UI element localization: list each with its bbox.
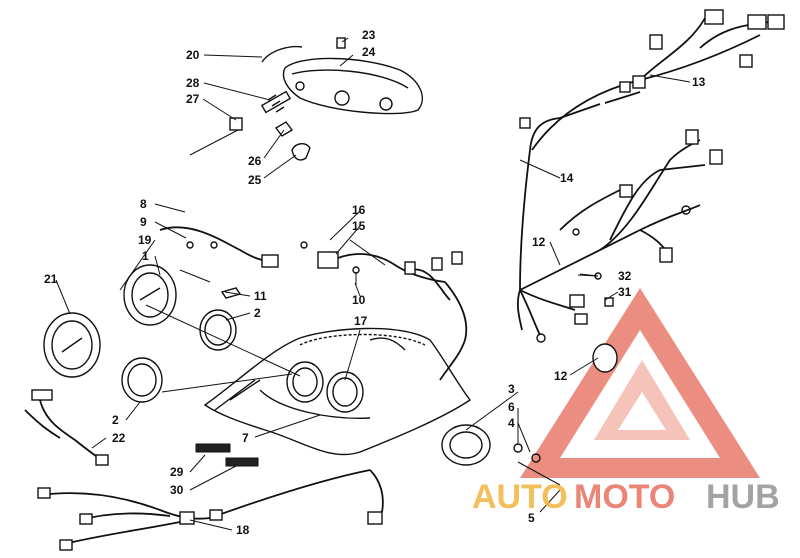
lens-part-29	[195, 443, 231, 453]
callout-27: 27	[186, 92, 200, 106]
callout-3: 3	[508, 382, 515, 396]
watermark-logo	[520, 288, 760, 478]
callout-12a: 12	[532, 235, 546, 249]
callout-8: 8	[140, 197, 147, 211]
watermark-text-auto: AUTO	[472, 478, 568, 516]
callout-12b: 12	[554, 369, 568, 383]
lower-harness	[37, 469, 384, 551]
callout-30: 30	[170, 483, 184, 497]
callout-16: 16	[352, 203, 366, 217]
callout-11: 11	[254, 289, 267, 303]
gauge-housing-assembly	[189, 37, 423, 161]
callout-4: 4	[508, 416, 515, 430]
callout-31: 31	[618, 285, 632, 299]
callout-9: 9	[140, 215, 147, 229]
callout-21: 21	[44, 272, 58, 286]
callout-32: 32	[618, 269, 632, 283]
callout-15: 15	[352, 219, 366, 233]
callout-6: 6	[508, 400, 515, 414]
callout-17: 17	[354, 314, 368, 328]
bracket-parts	[300, 241, 468, 381]
callout-22: 22	[112, 431, 126, 445]
callout-19: 19	[138, 233, 152, 247]
wiring-harness	[517, 9, 785, 343]
callout-20: 20	[186, 48, 200, 62]
tachometer-gauge	[24, 312, 163, 466]
callout-14: 14	[560, 171, 574, 185]
callout-13: 13	[692, 75, 706, 89]
callout-10: 10	[352, 293, 366, 307]
callout-28: 28	[186, 76, 200, 90]
callout-26: 26	[248, 154, 262, 168]
lens-part-30	[225, 457, 259, 467]
callout-25: 25	[248, 173, 262, 187]
callout-24: 24	[362, 45, 376, 59]
callout-labels: 20 28 27 23 24 26 25 8 9 19 1 11 2 21 2 …	[44, 28, 706, 537]
callout-2b: 2	[112, 413, 119, 427]
watermark-text: AUTO MOTO HUB	[472, 478, 780, 516]
callout-18: 18	[236, 523, 250, 537]
watermark-text-hub: HUB	[706, 478, 780, 516]
leader-lines	[55, 37, 691, 531]
right-gauge-assembly	[441, 343, 618, 486]
callout-5: 5	[528, 511, 535, 525]
callout-29: 29	[170, 465, 184, 479]
watermark-text-moto: MOTO	[574, 478, 675, 516]
callout-23: 23	[362, 28, 376, 42]
callout-2a: 2	[254, 306, 261, 320]
callout-1: 1	[142, 249, 149, 263]
callout-7: 7	[242, 431, 249, 445]
dash-panel	[203, 327, 472, 456]
